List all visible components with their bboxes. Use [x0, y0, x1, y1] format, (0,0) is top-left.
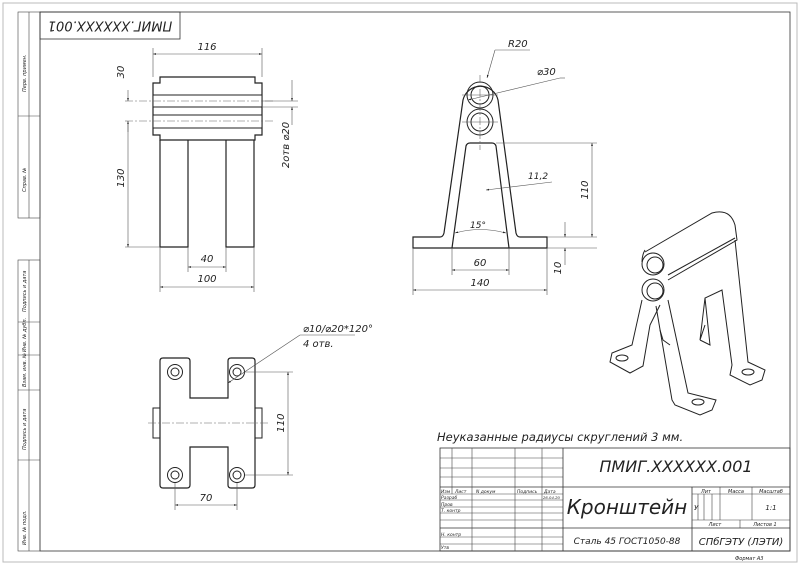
lit-label: Лит [700, 489, 712, 495]
row-label: Пров [441, 502, 453, 508]
scale-label: Масштаб [759, 489, 783, 495]
col-header: Изм [441, 489, 451, 495]
row-label: Т. контр [441, 508, 461, 514]
mass-label: Масса [728, 489, 744, 495]
hole-note-1: ⌀10/⌀20*120° [303, 324, 373, 335]
sheet-label: Лист [708, 522, 723, 528]
isometric-view [609, 211, 766, 416]
dim-r20: R20 [508, 39, 528, 50]
rotated-doc-code: ПМИГ.XXXXXX.001 [48, 18, 172, 33]
scale-value: 1:1 [765, 504, 776, 512]
dim-100: 100 [197, 274, 216, 285]
dim-116: 116 [197, 42, 216, 53]
title-doc-code: ПМИГ.XXXXXX.001 [599, 457, 752, 476]
col-header: Дата [543, 489, 556, 495]
dim-10: 10 [553, 262, 564, 275]
material: Сталь 45 ГОСТ1050-88 [574, 537, 681, 547]
rotated-code-box: ПМИГ.XXXXXX.001 [39, 11, 181, 40]
hole-note-2: 4 отв. [303, 339, 334, 350]
date: 26.04.20 [543, 495, 560, 500]
dim-130: 130 [116, 168, 127, 187]
dim-140: 140 [470, 278, 489, 289]
lit-value: У [694, 504, 699, 512]
top-view: ⌀10/⌀20*120° 4 отв. 110 70 [148, 324, 373, 510]
row-label: Утв [441, 545, 449, 551]
col-header: Подпись [517, 489, 538, 495]
mounting-holes [167, 364, 245, 483]
sheets-label: Листов 1 [752, 522, 776, 528]
stamp-label: Инв. № дубл. [22, 318, 28, 352]
side-view: R20 ⌀30 11,2 110 10 15° 60 140 [412, 39, 597, 295]
stamp-label: Взам. инв. № [22, 353, 28, 387]
stamp-label: Справ. № [22, 168, 28, 192]
dim-15deg: 15° [470, 221, 486, 231]
organization: СПбГЭТУ (ЛЭТИ) [699, 536, 784, 548]
stamp-label: Инв. № подл. [22, 511, 28, 546]
dim-30: 30 [116, 66, 127, 79]
title-block: ПМИГ.XXXXXX.001 Кронштейн Сталь 45 ГОСТ1… [439, 447, 791, 552]
dim-40: 40 [201, 254, 214, 265]
stamp-label: Подпись и дата [22, 271, 28, 312]
part-name: Кронштейн [567, 495, 688, 519]
col-header: N докум [476, 489, 496, 495]
dim-70: 70 [200, 493, 213, 504]
dim-110-side: 110 [580, 180, 591, 199]
col-header: Лист [454, 489, 467, 495]
dim-holes: 2отв ⌀20 [281, 122, 292, 168]
row-label: Н. контр [441, 532, 461, 538]
row-label: Разраб [441, 495, 457, 501]
front-view: 116 30 130 40 100 2отв ⌀20 [116, 42, 298, 292]
stamp-label: Перв. примен. [22, 54, 28, 92]
general-note: Неуказанные радиусы скруглений 3 мм. [437, 430, 683, 444]
dim-11-2: 11,2 [528, 172, 548, 182]
side-stamp-column: Перв. примен. Справ. № Подпись и дата Ин… [17, 11, 41, 552]
dim-dia30: ⌀30 [537, 67, 556, 78]
stamp-label: Подпись и дата [22, 409, 28, 450]
format-label: Формат А3 [735, 556, 763, 562]
dim-60: 60 [474, 258, 487, 269]
dim-110-top: 110 [276, 413, 287, 432]
